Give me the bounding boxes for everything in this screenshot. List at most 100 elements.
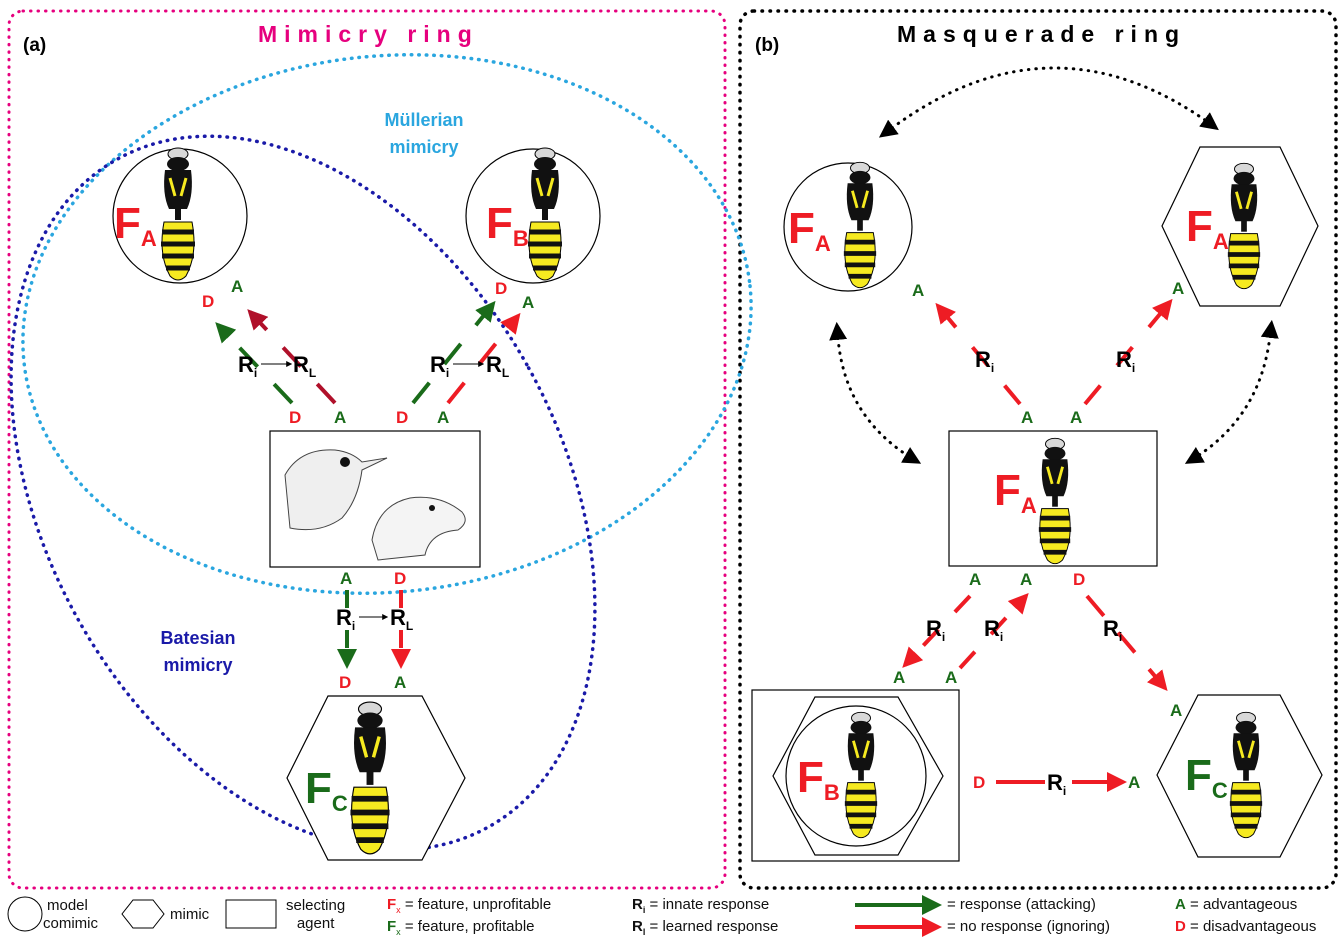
response-ri-rl-bottom: Ri RL	[336, 605, 413, 633]
legend-feature-profitable: Fx = feature, profitable	[387, 918, 535, 941]
innate-response-label: Ri	[984, 616, 1003, 644]
panel-b-title: Masquerade ring	[897, 21, 1186, 47]
response-ri-rl-right: Ri RL	[430, 352, 509, 380]
innate-response-label: Ri	[926, 616, 945, 644]
model-circle	[465, 148, 601, 284]
legend-ri-text: = innate response	[649, 896, 770, 913]
outcome-a: A	[1020, 570, 1032, 589]
legend: model comimic mimic selecting agent Fx =…	[0, 892, 1344, 940]
innate-response-label: Ri	[1047, 770, 1066, 798]
mimic-hexagon	[1156, 694, 1323, 858]
legend-f-red-text: = feature, unprofitable	[404, 896, 552, 913]
feature-label: FB	[486, 199, 529, 251]
legend-attack-text: = response (attacking)	[947, 896, 1096, 913]
feature-label: FA	[788, 204, 831, 256]
model-a-node: FA	[112, 148, 248, 284]
batesian-line1: Batesian	[160, 628, 235, 648]
masquerade-bottom-left-node: FB	[751, 689, 960, 862]
masquerade-top-left-node: FA	[783, 162, 913, 292]
legend-rl-text: = learned response	[649, 918, 779, 935]
outcome-a: A	[334, 408, 346, 427]
panel-b-frame	[738, 9, 1338, 890]
hexagon-legend-icon	[121, 899, 165, 929]
legend-symbols	[7, 895, 942, 937]
circle-legend-icon	[7, 896, 43, 932]
diagram-canvas: (a) Mimicry ring (b) Masquerade ring Mül…	[7, 9, 1338, 890]
learned-response-label: RL	[486, 352, 509, 380]
feature-label: FA	[114, 199, 157, 251]
bird-drawing	[284, 449, 388, 531]
ignore-arrow	[935, 302, 1022, 406]
outcome-a: A	[394, 673, 406, 692]
ring-arrow	[829, 321, 922, 464]
outcome-a: A	[340, 569, 352, 588]
outcome-d: D	[973, 773, 985, 792]
mullerian-ellipse	[21, 53, 753, 595]
legend-d: D	[1175, 918, 1186, 935]
legend-a: A	[1175, 896, 1186, 913]
outcome-a: A	[1128, 773, 1140, 792]
legend-mimic: mimic	[170, 906, 210, 923]
outcome-d: D	[1073, 570, 1085, 589]
outcome-a: A	[945, 668, 957, 687]
legend-rl-sub: l	[642, 927, 646, 937]
rectangle-legend-icon	[225, 899, 277, 929]
ignore-arrow	[902, 594, 972, 668]
legend-agent-line2: agent	[296, 915, 335, 932]
feature-label: FA	[994, 466, 1037, 518]
masquerade-bottom-right-node: FC	[1156, 694, 1323, 858]
legend-ri: R	[632, 896, 643, 913]
outcome-d: D	[396, 408, 408, 427]
outcome-d: D	[202, 292, 214, 311]
model-b-node: FB	[465, 148, 601, 284]
legend-model-line2: comimic	[43, 915, 98, 932]
selecting-agent-box	[269, 430, 481, 568]
innate-response-label: Ri	[336, 605, 355, 633]
innate-response-label: Ri	[1116, 347, 1135, 375]
outcome-a: A	[912, 281, 924, 300]
panel-a-label: (a)	[23, 35, 46, 56]
batesian-ellipse	[9, 134, 597, 852]
mimic-c-node: FC	[286, 695, 466, 861]
panel-b-label: (b)	[755, 35, 779, 56]
mullerian-line1: Müllerian	[384, 110, 463, 130]
feature-label: FC	[1185, 751, 1228, 803]
feature-label: FA	[1186, 202, 1229, 254]
outcome-a: A	[1170, 701, 1182, 720]
panel-a-frame	[7, 9, 727, 890]
mullerian-line2: mimicry	[389, 137, 458, 157]
panel-a-title: Mimicry ring	[258, 21, 479, 47]
ignore-arrow	[446, 312, 521, 405]
legend-agent: selecting agent	[286, 897, 345, 933]
legend-f-red: F	[387, 896, 397, 913]
legend-advantageous: A = advantageous	[1175, 896, 1297, 914]
outcome-a: A	[1070, 408, 1082, 427]
innate-response-label: Ri	[238, 352, 257, 380]
outcome-d: D	[289, 408, 301, 427]
outcome-d: D	[495, 279, 507, 298]
outcome-d: D	[394, 569, 406, 588]
innate-response-label: Ri	[1103, 616, 1122, 644]
ignore-arrow	[1085, 594, 1168, 692]
masquerade-center-node: FA	[948, 430, 1158, 567]
attack-arrow	[411, 300, 496, 405]
response-ri-rl-left: Ri RL	[238, 352, 316, 380]
outcome-a: A	[969, 570, 981, 589]
outcome-d: D	[339, 673, 351, 692]
batesian-line2: mimicry	[163, 655, 232, 675]
legend-model: model comimic	[43, 897, 98, 933]
legend-ignore-text: = no response (ignoring)	[947, 918, 1111, 935]
legend-disadvantageous: D = disadvantageous	[1175, 918, 1316, 936]
ignore-arrow	[1083, 298, 1173, 406]
legend-f-green: F	[387, 918, 397, 935]
innate-response-label: Ri	[430, 352, 449, 380]
mimic-hexagon	[286, 695, 466, 861]
legend-f-green-text: = feature, profitable	[404, 918, 535, 935]
outcome-a: A	[522, 293, 534, 312]
outcome-a: A	[437, 408, 449, 427]
mimic-hexagon	[1161, 146, 1319, 307]
ignore-arrow	[247, 309, 337, 405]
mimic-hexagon	[772, 696, 944, 856]
outcome-a: A	[231, 277, 243, 296]
legend-rl: R	[632, 918, 643, 935]
